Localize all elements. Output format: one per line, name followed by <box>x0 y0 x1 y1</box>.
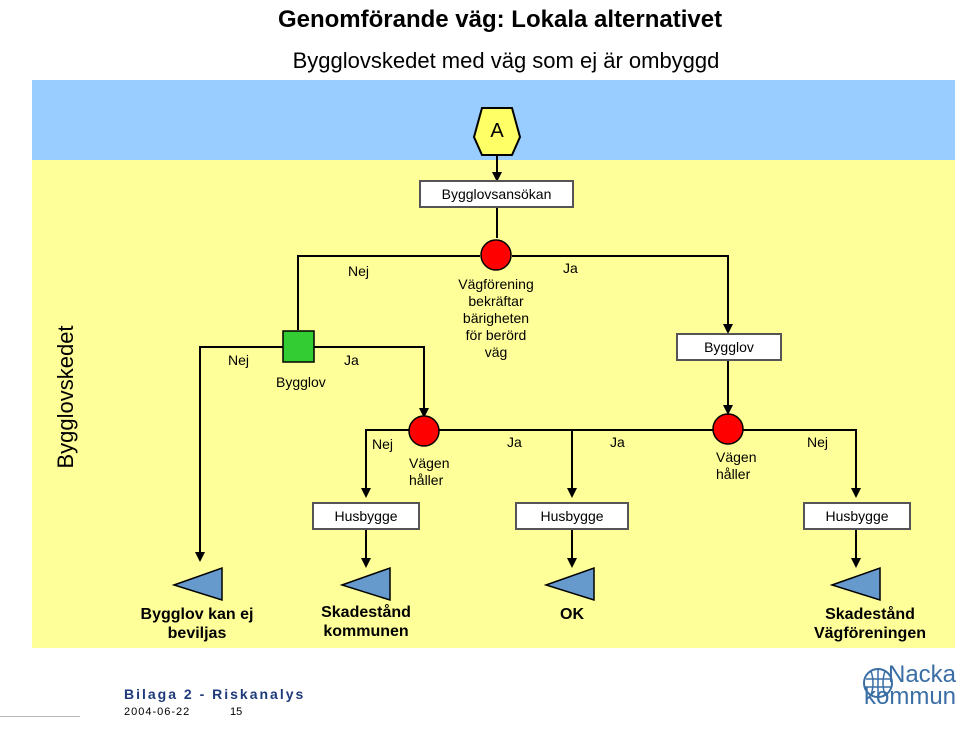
connector <box>439 429 577 498</box>
branch-label-no: Nej <box>807 434 829 450</box>
house-build-box-right: Husbygge <box>803 502 911 530</box>
footer-divider <box>0 716 80 717</box>
branch-label-no: Nej <box>348 263 370 279</box>
connector <box>361 429 409 498</box>
decision-road-holds-left-label: Vägen håller <box>409 455 450 488</box>
decision-road-holds-right-label: Vägen håller <box>716 449 757 482</box>
outcome-damages-municipality: Skadestånd kommunen <box>321 604 411 640</box>
connector <box>297 255 480 330</box>
outcome-ok: OK <box>560 606 584 623</box>
decision-road-association-icon <box>480 239 512 271</box>
footer-date: 2004-06-22 <box>124 706 191 718</box>
logo-line2: kommun <box>864 683 957 710</box>
connector <box>313 346 429 418</box>
outcome-triangle-icon <box>829 566 881 602</box>
connector <box>195 346 283 562</box>
decision-road-holds-right-icon <box>712 413 744 445</box>
branch-label-yes: Ja <box>507 434 522 450</box>
decision-permit-label: Bygglov <box>276 374 326 390</box>
permit-box: Bygglov <box>676 333 782 361</box>
connector <box>512 255 733 334</box>
page-subtitle: Bygglovskedet med väg som ej är ombyggd <box>292 48 720 73</box>
footer-appendix: Bilaga 2 - Riskanalys <box>124 686 306 702</box>
start-hexagon-icon <box>472 107 522 156</box>
branch-label-yes: Ja <box>344 352 359 368</box>
logo-line1: Nacka <box>888 661 957 688</box>
outcome-triangle-icon <box>339 566 391 602</box>
outcome-triangle-icon <box>543 566 595 602</box>
branch-label-no: Nej <box>372 436 394 452</box>
decision-road-holds-left-icon <box>408 415 440 447</box>
connector <box>743 429 861 498</box>
application-box: Bygglovsansökan <box>419 180 574 208</box>
decision-permit-icon <box>282 330 315 363</box>
house-build-box-left: Husbygge <box>312 502 420 530</box>
page-title: Genomförande väg: Lokala alternativet <box>277 6 723 33</box>
nacka-logo-icon <box>863 668 893 698</box>
branch-label-no: Nej <box>228 352 250 368</box>
outcome-permit-denied: Bygglov kan ej beviljas <box>140 606 254 642</box>
nacka-logo: Nacka kommun <box>864 661 957 709</box>
outcome-damages-road-association: Skadestånd Vägföreningen <box>813 606 926 642</box>
branch-label-yes: Ja <box>563 260 578 276</box>
house-build-box-middle: Husbygge <box>515 502 629 530</box>
footer-page-number: 15 <box>230 706 243 718</box>
start-node-label: A <box>490 120 504 142</box>
branch-label-yes: Ja <box>610 434 625 450</box>
decision-road-association-label: Vägförening bekräftar bärigheten för ber… <box>458 276 534 360</box>
outcome-triangle-icon <box>171 566 223 602</box>
